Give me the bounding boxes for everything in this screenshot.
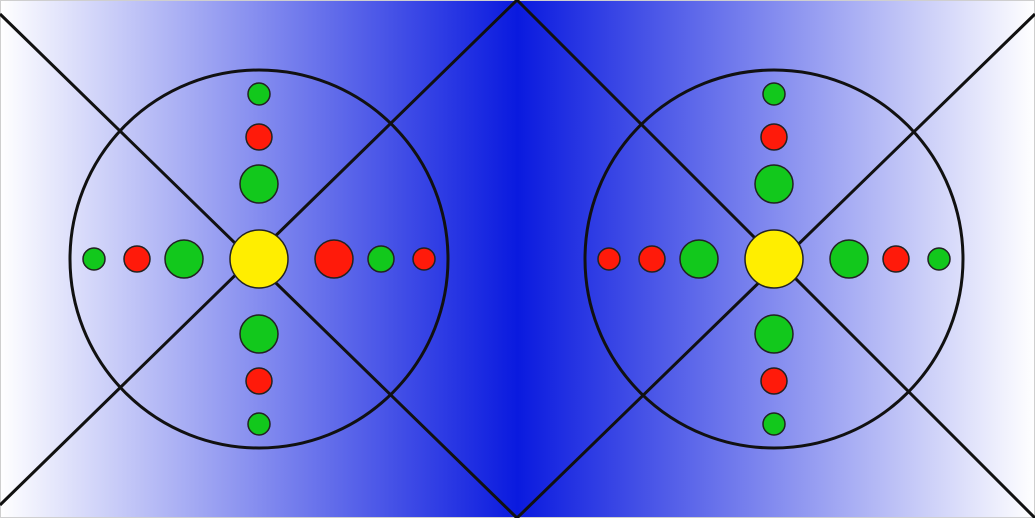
left-figure-circle <box>68 68 450 450</box>
right-figure-left-red-dot-2 <box>638 245 666 273</box>
left-figure-left-green-dot-3 <box>82 247 106 271</box>
left-figure-center-yellow-dot <box>229 229 289 289</box>
right-figure-right-green-dot-3 <box>927 247 951 271</box>
left-figure-up-green-dot-1 <box>239 164 279 204</box>
right-figure-down-green-dot-1 <box>754 314 794 354</box>
right-figure-up-green-dot-3 <box>762 82 786 106</box>
left-figure-up-red-dot-2 <box>245 123 273 151</box>
left-figure-down-red-dot-2 <box>245 367 273 395</box>
right-figure-down-red-dot-2 <box>760 367 788 395</box>
right-figure-left-red-dot-3 <box>597 247 621 271</box>
right-figure-up-green-dot-1 <box>754 164 794 204</box>
right-figure-right-red-dot-2 <box>882 245 910 273</box>
right-figure-center-yellow-dot <box>744 229 804 289</box>
left-figure-left-green-dot-1 <box>164 239 204 279</box>
dots <box>82 82 951 436</box>
right-figure-circle <box>583 68 965 450</box>
right-figure-down-green-dot-3 <box>762 412 786 436</box>
left-figure-up-green-dot-3 <box>247 82 271 106</box>
left-figure-left-red-dot-2 <box>123 245 151 273</box>
circles <box>68 68 965 450</box>
right-figure-up-red-dot-2 <box>760 123 788 151</box>
right-figure-left-green-dot-1 <box>679 239 719 279</box>
left-figure-down-green-dot-3 <box>247 412 271 436</box>
right-figure-right-green-dot-1 <box>829 239 869 279</box>
left-figure-right-red-dot-1 <box>314 239 354 279</box>
left-figure-down-green-dot-1 <box>239 314 279 354</box>
left-figure-right-green-dot-2 <box>367 245 395 273</box>
left-figure-right-red-dot-3 <box>412 247 436 271</box>
